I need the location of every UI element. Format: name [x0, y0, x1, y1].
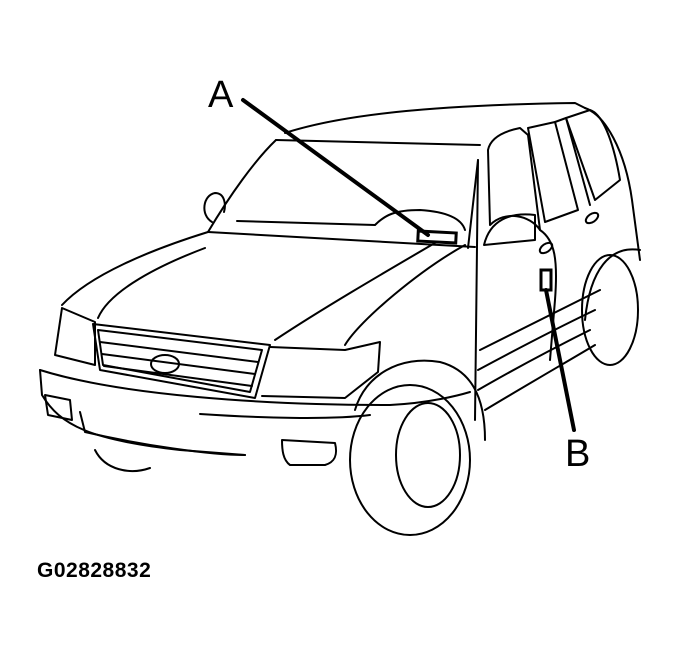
running-board-lower: [484, 344, 596, 411]
left-tire: [94, 449, 151, 472]
rear-quarter-window: [565, 109, 621, 201]
front-door-handle: [538, 241, 554, 255]
hood-crease-right: [344, 244, 466, 346]
label-b-plate: [539, 268, 553, 292]
front-wheel-rim: [395, 402, 461, 508]
callout-b-leader: [544, 288, 576, 432]
grille-bar: [103, 365, 253, 387]
rear-door-handle: [584, 211, 600, 225]
roof-line: [284, 102, 586, 134]
front-door-edge: [474, 159, 479, 421]
bumper-lower-right: [199, 413, 371, 419]
rear-tire: [581, 254, 639, 366]
running-board-top: [479, 289, 601, 351]
grille-bar: [99, 341, 259, 363]
right-headlight: [261, 341, 381, 399]
left-fog-light: [44, 394, 73, 421]
front-door-rear-edge: [539, 229, 558, 361]
right-fog-light: [281, 439, 338, 466]
rocker-line: [477, 309, 596, 371]
wiper-cowl: [236, 209, 466, 231]
windshield-left-pillar: [207, 139, 277, 233]
grille-inner: [97, 329, 263, 393]
hood-right-edge: [274, 239, 441, 341]
right-mirror: [483, 213, 536, 246]
callout-label-a: A: [208, 74, 234, 116]
windshield-top: [275, 139, 481, 146]
hood-crease-left: [97, 247, 206, 319]
figure-id: G02828832: [37, 559, 152, 582]
running-board: [477, 329, 591, 391]
rear-wheel-arch: [584, 248, 641, 321]
grille-emblem: [150, 354, 180, 374]
left-headlight: [54, 307, 96, 366]
front-tire: [349, 384, 471, 536]
bumper-lower: [79, 411, 246, 456]
windshield-right-pillar: [467, 159, 479, 249]
rear-door-window: [527, 121, 579, 223]
left-mirror: [203, 192, 226, 223]
front-wheel-arch: [354, 359, 486, 441]
callout-label-b: B: [565, 433, 591, 475]
callout-a-leader: [241, 98, 430, 237]
hood-left-edge: [61, 231, 209, 306]
grille-outer: [92, 323, 271, 399]
body-rear: [584, 107, 641, 261]
